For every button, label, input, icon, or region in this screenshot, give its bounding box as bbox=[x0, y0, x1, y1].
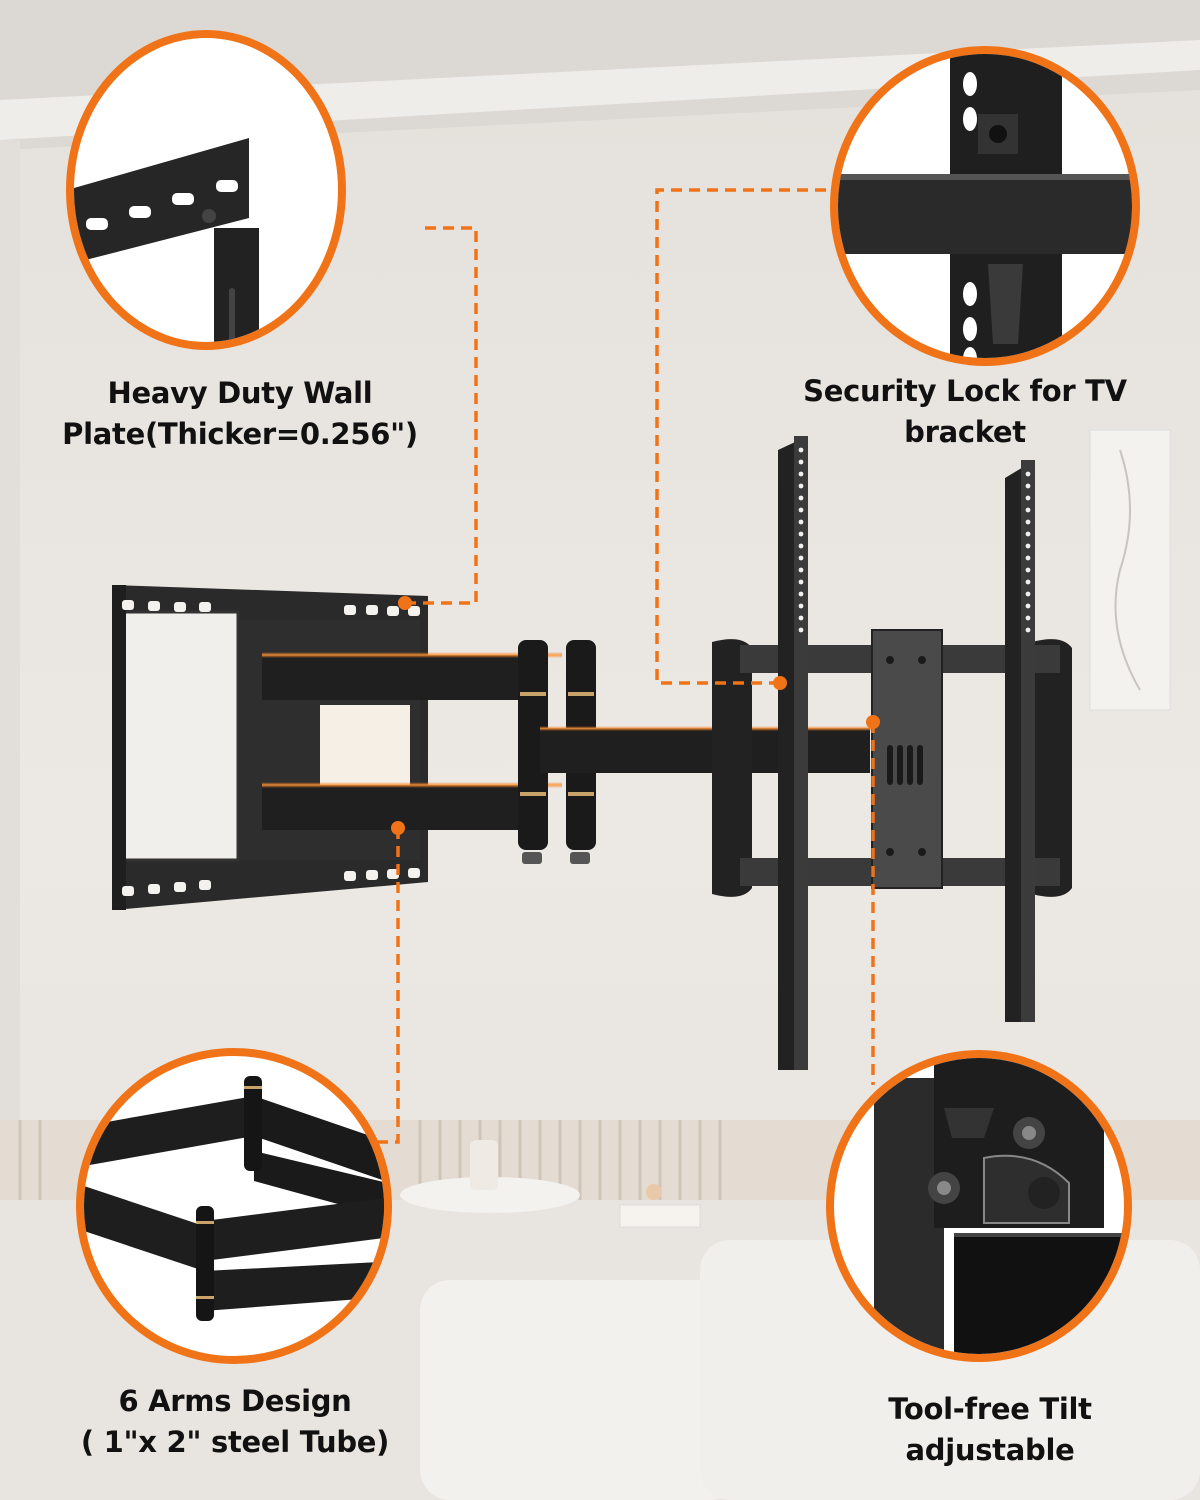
arms-closeup-icon bbox=[84, 1076, 384, 1321]
tv-bracket bbox=[712, 436, 1072, 1070]
wall-plate bbox=[112, 585, 428, 910]
callout-label-arms: 6 Arms Design ( 1"x 2" steel Tube) bbox=[60, 1381, 410, 1463]
callout-label-wall-plate-line2: Plate(Thicker=0.256") bbox=[62, 417, 418, 451]
wall-plate-closeup-icon bbox=[74, 138, 259, 342]
callout-label-wall-plate-line1: Heavy Duty Wall bbox=[107, 376, 373, 410]
callout-label-arms-line2: ( 1"x 2" steel Tube) bbox=[80, 1425, 390, 1459]
callout-label-wall-plate: Heavy Duty Wall Plate(Thicker=0.256") bbox=[40, 373, 440, 455]
tilt-closeup-icon bbox=[874, 1058, 1124, 1354]
callout-dots bbox=[391, 596, 880, 835]
tilt-closeup-circle bbox=[826, 1050, 1132, 1362]
callout-label-arms-line1: 6 Arms Design bbox=[118, 1384, 352, 1418]
security-lock-closeup-icon bbox=[838, 54, 1132, 358]
callout-label-security-lock-line1: Security Lock for TV bracket bbox=[803, 374, 1127, 449]
articulating-arms bbox=[262, 640, 880, 864]
callout-label-tilt: Tool-free Tilt adjustable bbox=[840, 1389, 1140, 1471]
callout-label-tilt-line2: adjustable bbox=[905, 1433, 1075, 1467]
wall-plate-closeup-circle bbox=[66, 30, 346, 350]
callout-leaders bbox=[360, 188, 875, 1144]
arms-closeup-circle bbox=[76, 1048, 392, 1364]
callout-label-tilt-line1: Tool-free Tilt bbox=[888, 1392, 1092, 1426]
callout-label-security-lock: Security Lock for TV bracket bbox=[740, 371, 1190, 453]
security-lock-closeup-circle bbox=[830, 46, 1140, 366]
